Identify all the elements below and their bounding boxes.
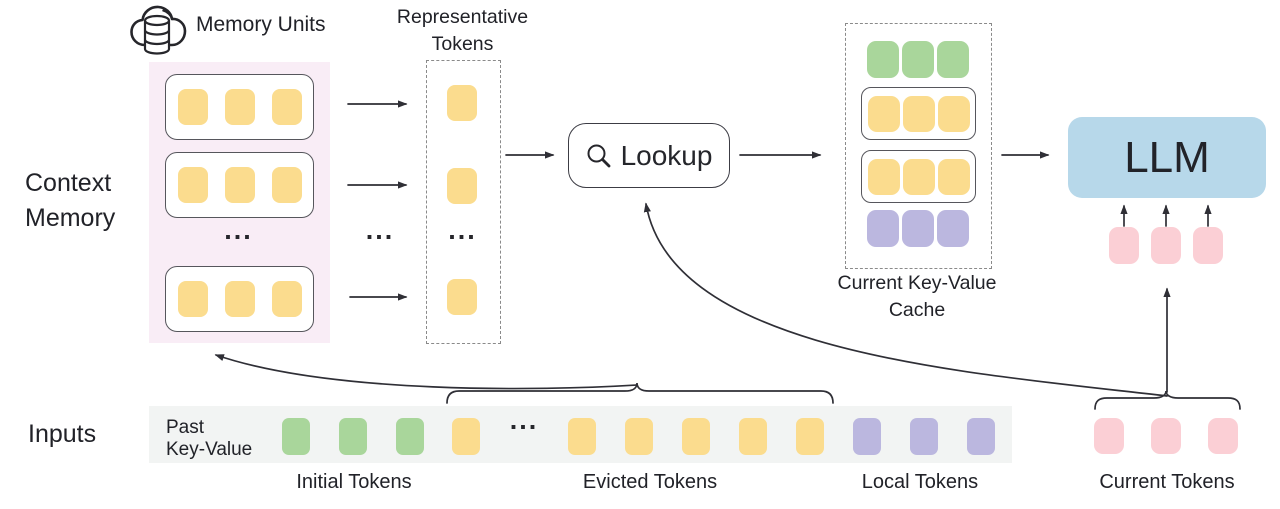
band-evicted-tokens [568,418,824,455]
cloud-database-icon [130,5,187,55]
llm-input-tokens [1109,227,1223,264]
current-kv-cache-label: Current Key-Value Cache [818,270,1016,324]
brace-evicted-tokens [446,382,834,404]
representative-tokens-box [426,60,501,344]
band-ellipsis: ... [509,405,539,435]
lookup-label: Lookup [620,139,713,171]
past-kv-label-line1: Past [166,417,205,438]
purple-token [967,418,995,455]
band-initial-tokens [282,418,424,455]
yellow-token [271,281,302,317]
yellow-token [177,89,208,125]
band-evicted-token-head [452,418,480,455]
pink-token [1109,227,1139,264]
memory-to-rep-ellipsis: ... [365,215,395,245]
purple-token [936,210,969,247]
yellow-token [224,281,255,317]
cache-memory-unit-2 [861,150,976,203]
purple-token [910,418,938,455]
current-kv-cache-label-line1: Current Key-Value [837,272,997,294]
purple-token [866,210,899,247]
context-memory-label-line1: Context [25,169,112,197]
green-token [901,41,934,78]
representative-tokens-ellipsis: ... [448,215,477,245]
pink-token [1151,227,1181,264]
representative-tokens-label: Representative Tokens [380,4,545,58]
past-kv-label: Past Key-Value [166,417,252,460]
current-tokens-group [1094,418,1238,454]
memory-units-label: Memory Units [196,13,326,36]
green-token [936,41,969,78]
yellow-token [177,167,208,203]
yellow-token [902,95,935,132]
yellow-token [271,167,302,203]
yellow-token [739,418,767,455]
inputs-label: Inputs [28,420,97,448]
search-icon [587,144,610,167]
green-token [339,418,367,455]
llm-label: LLM [1124,132,1210,182]
llm-box: LLM [1068,117,1266,198]
evicted-tokens-label: Evicted Tokens [582,471,718,493]
pink-token [1094,418,1124,454]
yellow-token [447,168,477,204]
yellow-token [447,85,477,121]
yellow-token [271,89,302,125]
yellow-token [224,89,255,125]
memory-unit-1 [165,74,314,140]
representative-tokens-label-line2: Tokens [431,33,494,55]
yellow-token [902,158,935,195]
representative-token-1 [447,85,477,121]
yellow-token [937,158,970,195]
initial-tokens-label: Initial Tokens [296,471,412,493]
representative-token-2 [447,168,477,204]
cache-memory-unit-1 [861,87,976,140]
cache-initial-tokens-row [845,41,990,78]
context-memory-label-line2: Memory [25,204,116,232]
yellow-token [796,418,824,455]
pink-token [1151,418,1181,454]
memory-units-ellipsis: ... [224,215,253,245]
green-token [282,418,310,455]
green-token [866,41,899,78]
yellow-token [177,281,208,317]
green-token [396,418,424,455]
representative-token-3 [447,279,477,315]
purple-token [901,210,934,247]
band-local-tokens [853,418,995,455]
pink-token [1208,418,1238,454]
lookup-box: Lookup [568,123,730,188]
yellow-token [867,158,900,195]
past-kv-label-line2: Key-Value [166,438,253,460]
current-kv-cache-label-line2: Cache [888,299,946,321]
yellow-token [447,279,477,315]
yellow-token [568,418,596,455]
purple-token [853,418,881,455]
brace-current-tokens [1094,390,1241,410]
pink-token [1193,227,1223,264]
yellow-token [682,418,710,455]
local-tokens-label: Local Tokens [861,471,979,493]
yellow-token [224,167,255,203]
context-memory-label: Context Memory [25,166,115,236]
yellow-token [452,418,480,455]
yellow-token [937,95,970,132]
yellow-token [625,418,653,455]
representative-tokens-label-line1: Representative [396,6,529,28]
curve-evicted-to-memory [214,354,638,390]
yellow-token [867,95,900,132]
memory-unit-2 [165,152,314,218]
current-tokens-label: Current Tokens [1099,471,1235,493]
cache-local-tokens-row [845,210,990,247]
memory-unit-3 [165,266,314,332]
